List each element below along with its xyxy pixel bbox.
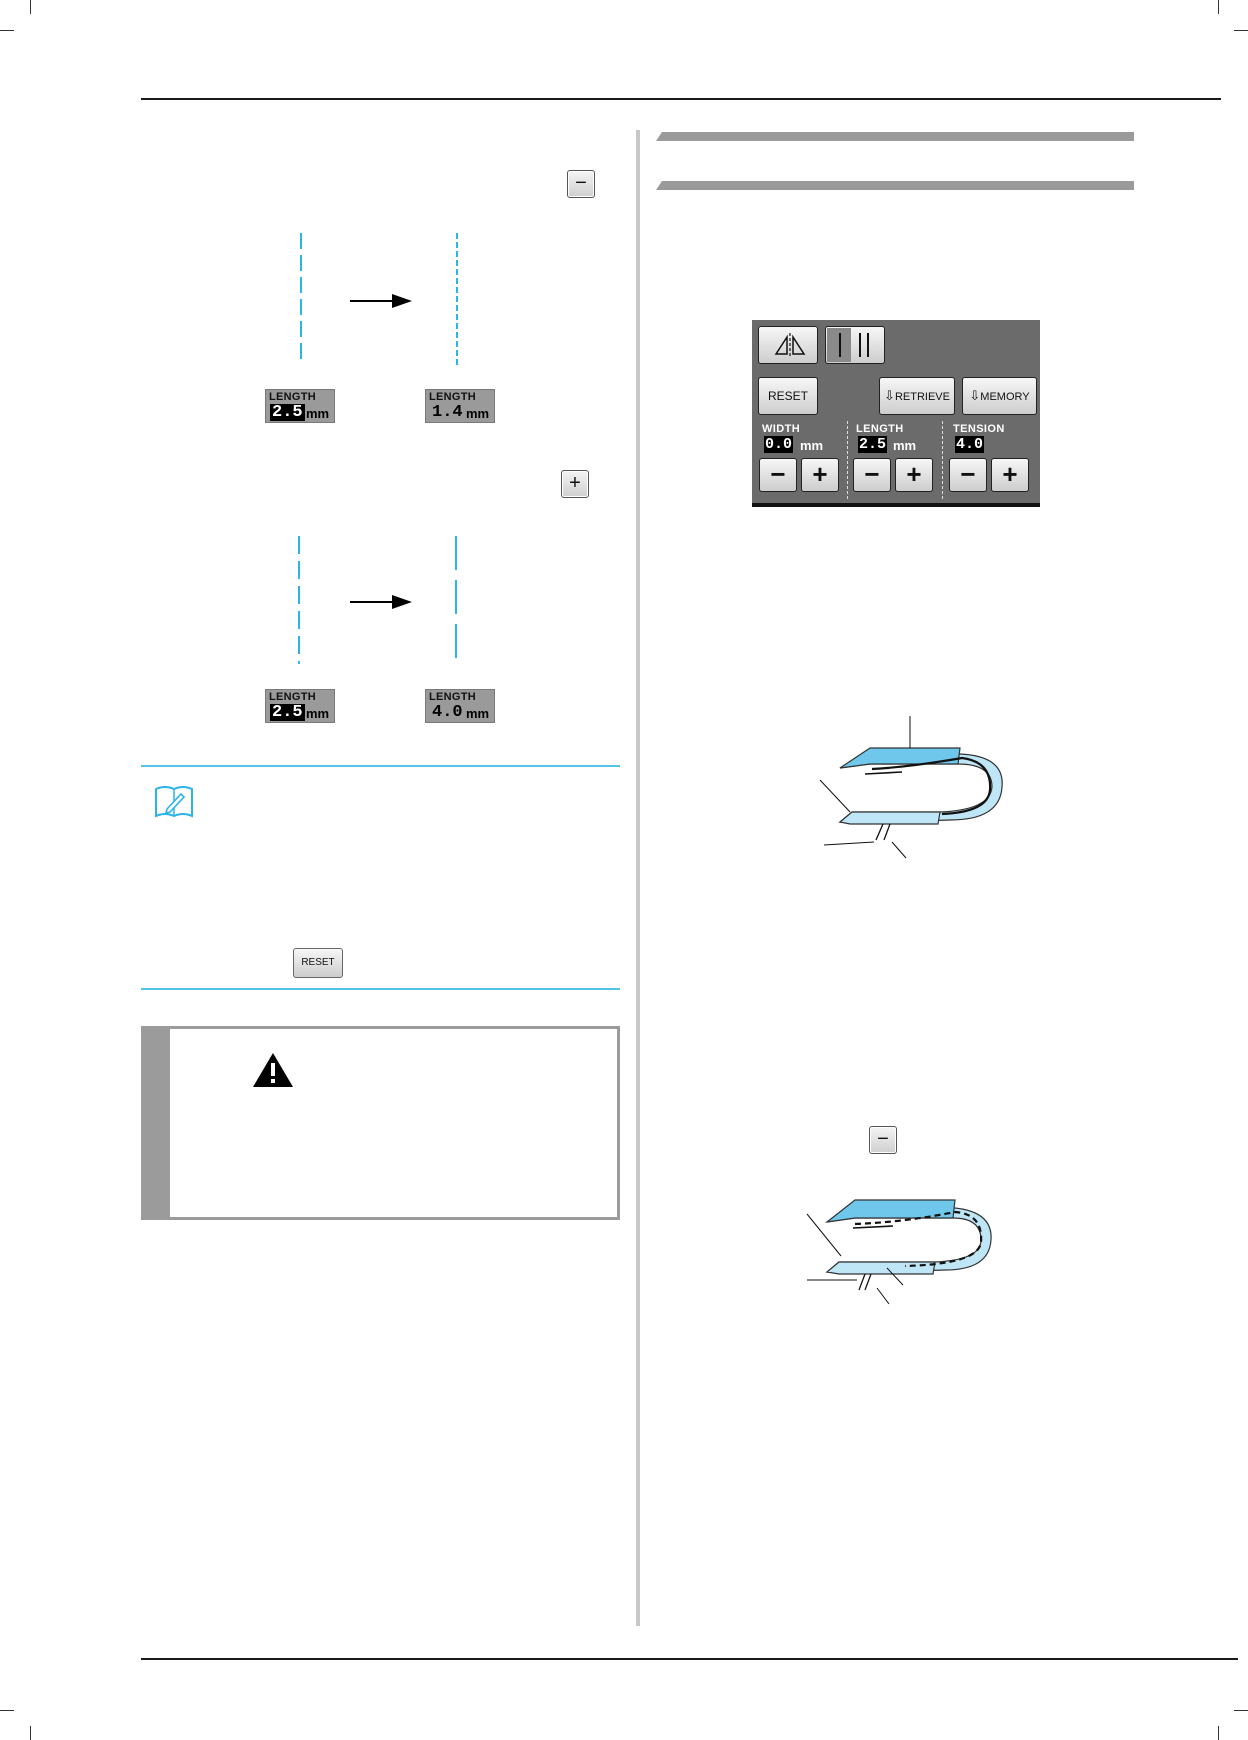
length-readout-before-increase: LENGTH 2.5 mm (265, 689, 335, 723)
retrieve-label: RETRIEVE (894, 391, 950, 403)
memory-button[interactable]: ⇩MEMORY (962, 377, 1037, 415)
length-readout-after-decrease: LENGTH 1.4 mm (425, 389, 495, 423)
panel-divider-2 (942, 421, 944, 499)
crop-mark-top-left-v (30, 0, 31, 14)
width-minus-button[interactable]: − (759, 458, 797, 492)
length-value: 4.0 (432, 703, 463, 722)
panel-divider-1 (847, 421, 849, 499)
tension-label: TENSION (953, 423, 1005, 435)
section-heading-bar-bottom (656, 181, 1134, 190)
length-readout-after-increase: LENGTH 4.0 mm (425, 689, 495, 723)
fabric-puckering-diagram (819, 716, 1003, 859)
fabric-stitch-diagram (806, 1199, 992, 1305)
mirror-image-button[interactable] (758, 326, 818, 364)
length-readout-before-decrease: LENGTH 2.5 mm (265, 389, 335, 423)
memory-label: MEMORY (980, 391, 1030, 403)
crop-mark-top-right-h (1234, 30, 1248, 31)
length-plus-button[interactable]: + (895, 458, 933, 492)
crop-mark-top-right-v (1218, 0, 1219, 14)
crop-mark-top-left-h (0, 30, 14, 31)
crop-mark-bottom-left-h (0, 1710, 14, 1711)
warning-triangle-icon (253, 1053, 293, 1087)
panel-bottom-edge (752, 503, 1040, 507)
memo-top-rule (141, 765, 620, 767)
stitch-diagram-increase (298, 536, 457, 664)
length-label: LENGTH (429, 391, 477, 403)
stitch-diagram-decrease (300, 233, 458, 365)
tension-value: 4.0 (955, 436, 985, 453)
arrow-head (392, 595, 412, 609)
tension-minus-button[interactable]: − (949, 458, 987, 492)
length-unit: mm (306, 406, 330, 421)
width-plus-button[interactable]: + (801, 458, 839, 492)
increase-length-button[interactable]: + (561, 470, 589, 498)
length-unit: mm (466, 406, 490, 421)
arrow-head (392, 294, 412, 308)
length-unit: mm (893, 438, 917, 453)
column-divider (636, 130, 640, 1626)
caution-box (141, 1026, 620, 1220)
memo-pencil-icon (155, 786, 193, 818)
tension-plus-button[interactable]: + (991, 458, 1029, 492)
crop-mark-bottom-right-h (1234, 1710, 1248, 1711)
needle-mode-button[interactable] (825, 326, 885, 364)
width-label: WIDTH (762, 423, 801, 435)
length-label: LENGTH (856, 423, 904, 435)
retrieve-button[interactable]: ⇩RETRIEVE (879, 377, 955, 415)
memo-bottom-rule (141, 988, 620, 990)
footer-rule (141, 1658, 1238, 1660)
section-heading-bar-top (656, 132, 1134, 141)
single-double-needle-icon (827, 328, 869, 362)
memory-icon: ⇩ (969, 388, 981, 403)
length-value: 1.4 (432, 403, 463, 422)
length-label: LENGTH (429, 691, 477, 703)
width-value: 0.0 (764, 436, 794, 453)
header-rule (141, 98, 1221, 100)
length-unit: mm (306, 706, 330, 721)
reset-button-small[interactable]: RESET (293, 948, 343, 978)
length-unit: mm (466, 706, 490, 721)
length-value: 2.5 (270, 703, 305, 722)
length-label: LENGTH (269, 391, 317, 403)
length-value: 2.5 (270, 403, 305, 422)
crop-mark-bottom-right-v (1218, 1726, 1219, 1740)
decrease-length-button-right[interactable]: − (869, 1126, 897, 1154)
length-minus-button[interactable]: − (853, 458, 891, 492)
width-unit: mm (800, 438, 824, 453)
decrease-length-button[interactable]: − (567, 170, 595, 198)
caution-side-bar (144, 1029, 170, 1217)
reset-button[interactable]: RESET (758, 377, 818, 415)
stitch-settings-panel: RESET ⇩RETRIEVE ⇩MEMORY WIDTH 0.0 mm − +… (752, 320, 1040, 507)
retrieve-icon: ⇩ (884, 388, 895, 403)
crop-mark-bottom-left-v (30, 1726, 31, 1740)
mirror-icon (774, 333, 806, 358)
length-value: 2.5 (858, 436, 888, 453)
length-label: LENGTH (269, 691, 317, 703)
